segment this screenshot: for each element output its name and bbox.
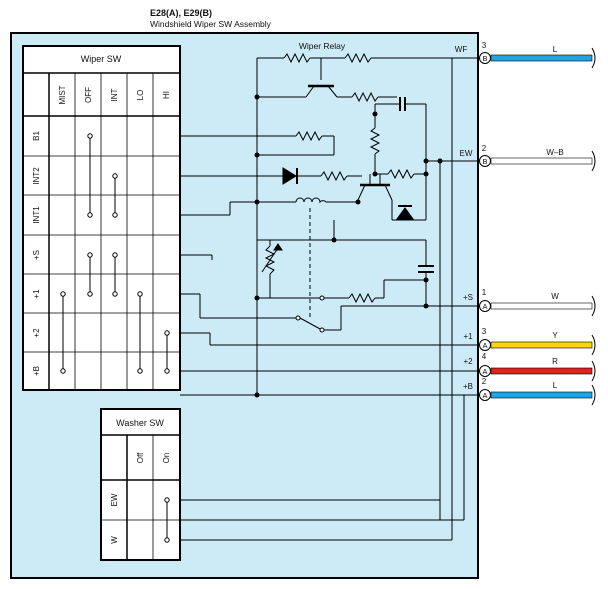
terminal-plus-b-connector: A <box>482 391 487 400</box>
terminal-wf-pin: 3 <box>482 41 487 50</box>
wiper-sw-title: Wiper SW <box>81 54 122 64</box>
wiper-row-int1: INT1 <box>32 206 41 224</box>
wiper-row-plus-1: +1 <box>32 289 41 299</box>
wiper-col-off: OFF <box>84 87 93 103</box>
terminal-ew: EW 2 B W–B <box>460 144 596 172</box>
wire-ew <box>490 157 593 165</box>
terminal-ew-name: EW <box>460 149 473 158</box>
washer-row-ew: EW <box>110 493 119 506</box>
wiper-row-int2: INT2 <box>32 167 41 185</box>
wire-plus-1 <box>490 341 593 349</box>
wiper-sw-contacts <box>60 133 170 374</box>
terminal-plus-1-connector: A <box>482 341 487 350</box>
wiper-col-int: INT <box>110 88 119 101</box>
washer-sw-title: Washer SW <box>116 418 164 428</box>
wiper-relay-title: Wiper Relay <box>299 41 346 51</box>
terminal-plus-s-name: +S <box>463 293 473 302</box>
terminal-plus-s-pin: 1 <box>482 288 487 297</box>
washer-col-on: On <box>162 453 171 464</box>
wiper-row-plus-2: +2 <box>32 328 41 338</box>
terminal-plus-1: +1 3 A Y <box>463 327 596 356</box>
wire-plus-1-label: Y <box>552 331 558 340</box>
wiper-row-plus-b: +B <box>32 366 41 376</box>
wire-plus-2 <box>490 367 593 375</box>
wiper-col-hi: HI <box>162 91 171 99</box>
washer-col-off: Off <box>136 452 145 463</box>
terminal-plus-1-pin: 3 <box>482 327 487 336</box>
wiper-relay-circuit <box>180 52 479 541</box>
wire-ew-label: W–B <box>546 148 563 157</box>
wire-wf-label: L <box>553 45 558 54</box>
wire-plus-b <box>490 391 593 399</box>
terminal-wf-connector: B <box>482 54 487 63</box>
wire-plus-b-label: L <box>553 381 558 390</box>
terminal-plus-2-pin: 4 <box>482 352 487 361</box>
wire-plus-s <box>490 302 593 310</box>
wiper-row-b1: B1 <box>32 131 41 141</box>
assembly-name: Windshield Wiper SW Assembly <box>150 19 272 29</box>
wire-plus-2-label: R <box>552 357 558 366</box>
terminal-plus-b-name: +B <box>463 382 473 391</box>
wiper-sw-table <box>22 45 181 391</box>
wire-plus-s-label: W <box>551 292 559 301</box>
junction-dots <box>254 94 443 398</box>
washer-row-w: W <box>110 536 119 544</box>
terminal-plus-2-connector: A <box>482 367 487 376</box>
wiper-col-lo: LO <box>136 90 145 101</box>
terminal-plus-2: +2 4 A R <box>463 352 596 382</box>
terminal-wf: WF 3 B L <box>455 41 596 69</box>
terminal-wf-name: WF <box>455 45 468 54</box>
washer-sw-contact <box>164 497 170 543</box>
terminal-ew-connector: B <box>482 157 487 166</box>
terminal-plus-s: +S 1 A W <box>463 288 596 317</box>
connector-id: E28(A), E29(B) <box>150 8 212 18</box>
wiper-row-plus-s: +S <box>32 250 41 260</box>
terminal-plus-1-name: +1 <box>463 332 473 341</box>
wire-wf <box>490 54 593 62</box>
wiper-col-mist: MIST <box>58 85 67 104</box>
terminal-plus-b: +B 2 A L <box>463 377 596 406</box>
terminal-plus-2-name: +2 <box>463 357 473 366</box>
terminal-plus-s-connector: A <box>482 302 487 311</box>
terminal-plus-b-pin: 2 <box>482 377 487 386</box>
terminal-ew-pin: 2 <box>482 144 487 153</box>
